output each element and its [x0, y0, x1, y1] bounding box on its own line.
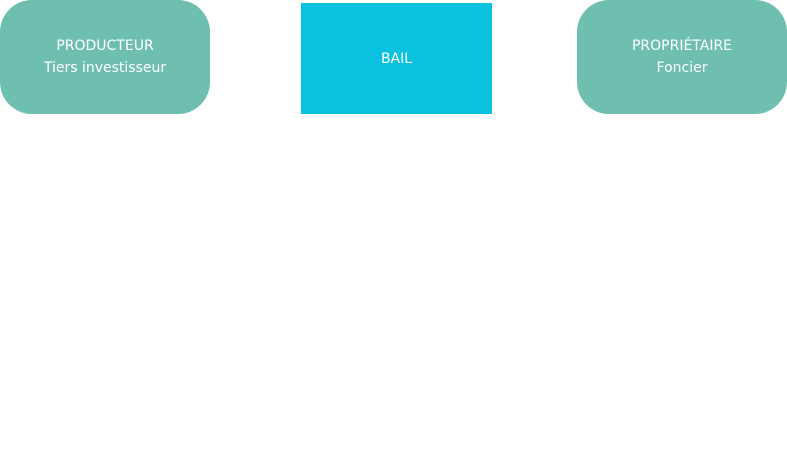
bail-node: BAIL [301, 3, 492, 114]
bail-title: BAIL [380, 50, 413, 67]
producteur-title: PRODUCTEUR [56, 38, 154, 54]
proprietaire-subtitle: Foncier [656, 60, 708, 76]
producteur-node: PRODUCTEUR Tiers investisseur [0, 0, 210, 114]
proprietaire-node: PROPRIÉTAIRE Foncier [577, 0, 787, 114]
proprietaire-title: PROPRIÉTAIRE [631, 38, 733, 54]
producteur-subtitle: Tiers investisseur [43, 60, 167, 76]
